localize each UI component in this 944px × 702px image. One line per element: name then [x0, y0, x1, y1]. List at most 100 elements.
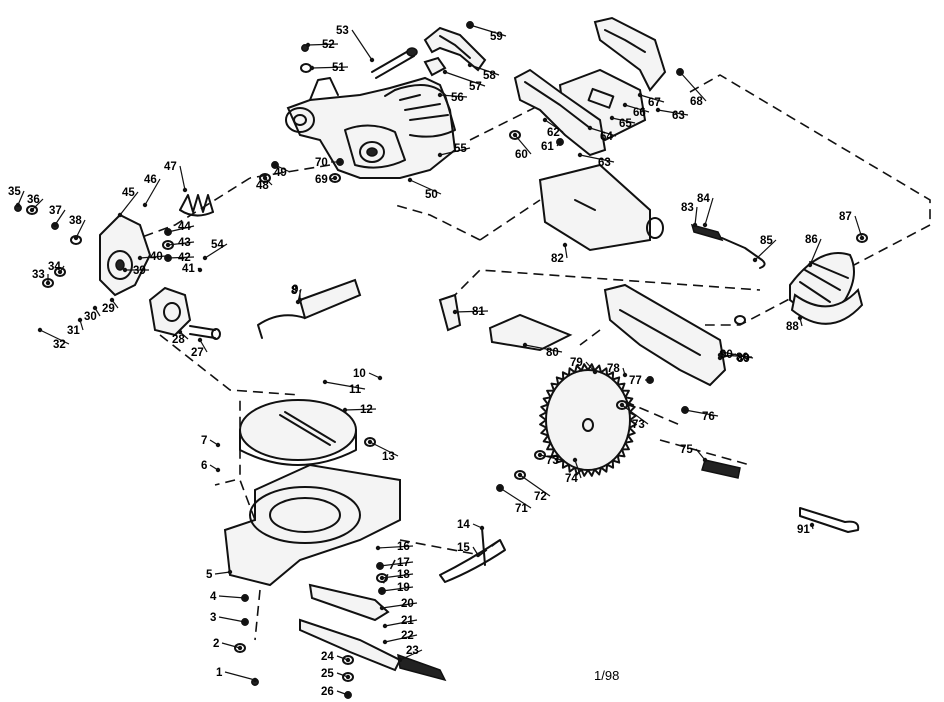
callout-leader-37 — [54, 209, 66, 226]
callout-label-6: 6 — [201, 460, 207, 472]
callout-dot-20 — [379, 605, 385, 611]
callout-label-81: 81 — [472, 306, 485, 318]
callout-leader-52 — [307, 43, 339, 46]
washer-glyph — [509, 130, 521, 140]
callout-dot-31 — [77, 317, 83, 323]
callout-leader-36 — [31, 198, 44, 211]
callout-label-20: 20 — [401, 598, 414, 610]
callout-leader-38 — [75, 219, 86, 239]
arm-20-part — [299, 583, 447, 682]
callout-dot-74 — [572, 457, 578, 463]
callout-leader-73 — [539, 454, 563, 461]
callout-dot-51 — [309, 65, 315, 71]
callout-leader-84 — [704, 197, 714, 226]
washer-glyph — [300, 63, 312, 73]
callout-label-71: 71 — [515, 503, 528, 515]
callout-dot-81 — [452, 309, 458, 315]
callout-dot-64 — [587, 125, 593, 131]
callout-label-63: 63 — [598, 157, 611, 169]
callout-label-84: 84 — [697, 193, 710, 205]
callout-label-18: 18 — [397, 569, 410, 581]
callout-label-90: 90 — [720, 349, 733, 361]
callout-dot-18 — [379, 575, 385, 581]
pin-27-part — [189, 325, 221, 340]
arm-80-part — [603, 283, 727, 387]
callout-leader-86 — [809, 238, 822, 266]
callout-label-26: 26 — [321, 686, 334, 698]
callout-label-10: 10 — [353, 368, 366, 380]
callout-label-88: 88 — [786, 321, 799, 333]
callout-dot-69 — [332, 175, 338, 181]
callout-dot-1 — [252, 677, 258, 683]
lower-guard-88-part — [789, 252, 864, 325]
callout-label-91: 91 — [797, 524, 810, 536]
callout-dot-5 — [227, 569, 233, 575]
callout-dot-77 — [647, 377, 653, 383]
callout-label-57: 57 — [469, 81, 482, 93]
callout-leader-80 — [524, 344, 563, 353]
washer-glyph — [26, 205, 38, 215]
callout-dot-6 — [215, 467, 221, 473]
callout-label-13: 13 — [382, 451, 395, 463]
callout-leader-75 — [695, 448, 706, 461]
callout-dot-13 — [367, 439, 373, 445]
callout-dot-80 — [522, 342, 528, 348]
callout-label-59: 59 — [490, 31, 503, 43]
callout-label-35: 35 — [8, 186, 21, 198]
callout-label-67: 67 — [648, 97, 661, 109]
callout-dot-24 — [345, 657, 351, 663]
callout-dot-54 — [202, 255, 208, 261]
callout-label-52: 52 — [322, 39, 335, 51]
callout-dot-48 — [262, 175, 268, 181]
callout-label-36: 36 — [27, 194, 40, 206]
callout-leader-21 — [384, 619, 418, 627]
callout-dot-12 — [342, 407, 348, 413]
callout-dot-91 — [809, 522, 815, 528]
callout-label-75: 75 — [680, 444, 693, 456]
callout-label-89: 89 — [737, 353, 750, 365]
callout-dot-17 — [377, 563, 383, 569]
bracket-9-part — [257, 278, 362, 339]
callout-dot-56 — [437, 92, 443, 98]
callout-dot-9 — [295, 299, 301, 305]
callout-leader-81 — [454, 310, 489, 313]
callout-leader-49 — [274, 164, 291, 173]
callout-label-33: 33 — [32, 269, 45, 281]
callout-dot-36 — [29, 207, 35, 213]
callout-leader-13 — [369, 441, 399, 457]
callout-label-58: 58 — [483, 70, 496, 82]
callout-label-2: 2 — [213, 638, 219, 650]
callout-dot-23 — [397, 657, 403, 663]
callout-dot-59 — [467, 22, 473, 28]
callout-dot-15 — [475, 552, 481, 558]
callout-dot-87 — [859, 235, 865, 241]
callout-label-87: 87 — [839, 211, 852, 223]
callout-label-22: 22 — [401, 630, 414, 642]
callout-leader-46 — [144, 178, 161, 206]
callout-dot-62 — [542, 117, 548, 123]
callout-label-56: 56 — [451, 92, 464, 104]
callout-label-11: 11 — [349, 384, 362, 396]
callout-leader-1 — [224, 671, 256, 681]
callout-label-74: 74 — [565, 473, 578, 485]
callout-dot-61 — [557, 139, 563, 145]
callout-leader-66 — [624, 104, 650, 113]
washer-glyph — [342, 655, 354, 665]
callout-leader-44 — [167, 225, 195, 233]
callout-label-25: 25 — [321, 668, 334, 680]
date-code: 1/98 — [594, 668, 619, 683]
callout-dot-88 — [797, 315, 803, 321]
callout-label-15: 15 — [457, 542, 470, 554]
callout-leader-45 — [119, 191, 139, 216]
washer-glyph — [329, 173, 341, 183]
callout-dot-82 — [562, 242, 568, 248]
washer-glyph — [342, 672, 354, 682]
callout-dot-57 — [442, 69, 448, 75]
callout-label-69: 69 — [315, 174, 328, 186]
callout-label-85: 85 — [760, 235, 773, 247]
callout-label-86: 86 — [805, 234, 818, 246]
callout-leader-2 — [221, 642, 241, 649]
callout-leader-59 — [469, 24, 507, 37]
callout-leader-53 — [351, 29, 373, 61]
callout-dot-63 — [577, 152, 583, 158]
